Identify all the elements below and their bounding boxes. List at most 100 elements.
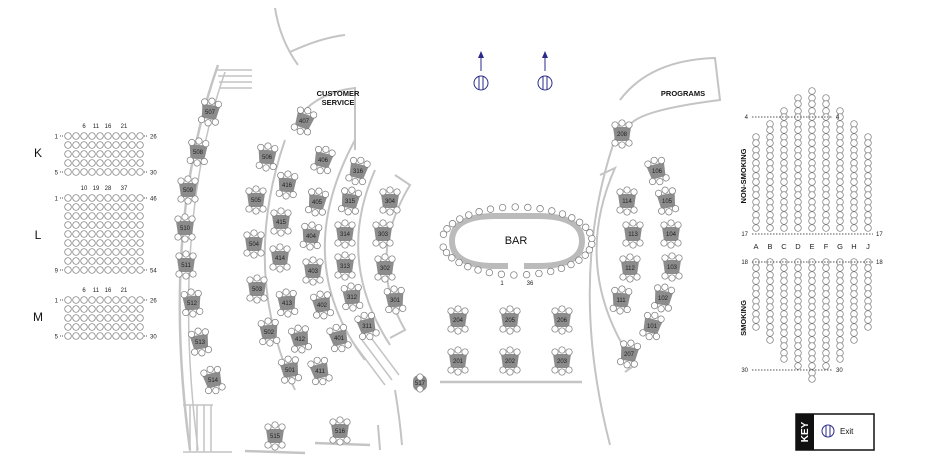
seat[interactable]	[794, 172, 802, 180]
seat[interactable]	[850, 178, 858, 186]
seat[interactable]	[128, 194, 136, 202]
table-101[interactable]: 101	[638, 310, 665, 343]
seat[interactable]	[822, 120, 830, 128]
seat[interactable]	[850, 290, 858, 298]
seat[interactable]	[808, 139, 816, 147]
seat[interactable]	[864, 323, 872, 331]
seat[interactable]	[64, 266, 72, 274]
seat[interactable]	[96, 141, 104, 149]
seat[interactable]	[780, 152, 788, 160]
seat[interactable]	[808, 120, 816, 128]
seat[interactable]	[836, 323, 844, 331]
seat[interactable]	[766, 303, 774, 311]
seat[interactable]	[128, 305, 136, 313]
seat[interactable]	[864, 271, 872, 279]
seat[interactable]	[120, 168, 128, 176]
table-512[interactable]: 512	[180, 288, 204, 318]
seat[interactable]	[104, 212, 112, 220]
seat[interactable]	[850, 139, 858, 147]
table-513[interactable]: 513	[187, 326, 213, 358]
seat[interactable]	[128, 132, 136, 140]
seat[interactable]	[80, 194, 88, 202]
table-504[interactable]: 504	[243, 229, 265, 259]
table-502[interactable]: 502	[257, 317, 281, 347]
table-105[interactable]: 105	[654, 185, 680, 217]
seat[interactable]	[80, 314, 88, 322]
seat[interactable]	[136, 248, 144, 256]
seat[interactable]	[850, 120, 858, 128]
seat[interactable]	[794, 211, 802, 219]
seat[interactable]	[864, 139, 872, 147]
bar-seat[interactable]	[511, 203, 519, 211]
seat[interactable]	[864, 303, 872, 311]
seat[interactable]	[752, 204, 760, 212]
seat[interactable]	[780, 185, 788, 193]
seat[interactable]	[864, 165, 872, 173]
seat[interactable]	[794, 342, 802, 350]
seat[interactable]	[120, 296, 128, 304]
seat[interactable]	[780, 310, 788, 318]
table-311[interactable]: 311	[353, 310, 380, 343]
seat[interactable]	[808, 185, 816, 193]
seat[interactable]	[80, 168, 88, 176]
seat[interactable]	[766, 211, 774, 219]
seat[interactable]	[780, 342, 788, 350]
seat[interactable]	[112, 332, 120, 340]
seat[interactable]	[808, 126, 816, 134]
seat[interactable]	[808, 100, 816, 108]
seat[interactable]	[120, 159, 128, 167]
seat[interactable]	[780, 204, 788, 212]
seat[interactable]	[88, 159, 96, 167]
bar-seat[interactable]	[536, 205, 544, 213]
seat[interactable]	[808, 355, 816, 363]
seat[interactable]	[136, 323, 144, 331]
seat[interactable]	[822, 172, 830, 180]
seat[interactable]	[88, 203, 96, 211]
table-515[interactable]: 515	[264, 421, 286, 451]
seat[interactable]	[794, 336, 802, 344]
seat[interactable]	[794, 120, 802, 128]
seat[interactable]	[136, 314, 144, 322]
seat[interactable]	[128, 221, 136, 229]
seat[interactable]	[808, 277, 816, 285]
seat[interactable]	[752, 277, 760, 285]
seat[interactable]	[822, 159, 830, 167]
seat[interactable]	[80, 203, 88, 211]
bar-seat[interactable]	[548, 207, 556, 215]
seat[interactable]	[64, 248, 72, 256]
seat[interactable]	[64, 168, 72, 176]
seat[interactable]	[128, 266, 136, 274]
seat[interactable]	[864, 146, 872, 154]
table-106[interactable]: 106	[643, 155, 670, 188]
seat[interactable]	[766, 264, 774, 272]
seat[interactable]	[780, 165, 788, 173]
seat[interactable]	[808, 271, 816, 279]
seat[interactable]	[822, 100, 830, 108]
seat[interactable]	[72, 221, 80, 229]
seat[interactable]	[96, 159, 104, 167]
seat[interactable]	[72, 159, 80, 167]
seat[interactable]	[766, 224, 774, 232]
seat[interactable]	[864, 290, 872, 298]
seat[interactable]	[120, 221, 128, 229]
seat[interactable]	[112, 159, 120, 167]
seat[interactable]	[72, 230, 80, 238]
seat[interactable]	[864, 185, 872, 193]
seat[interactable]	[80, 230, 88, 238]
table-405[interactable]: 405	[304, 186, 330, 218]
seat[interactable]	[128, 248, 136, 256]
seat[interactable]	[120, 239, 128, 247]
seat[interactable]	[136, 141, 144, 149]
seat[interactable]	[794, 178, 802, 186]
table-407[interactable]: 407	[290, 104, 319, 138]
seat[interactable]	[136, 132, 144, 140]
seat[interactable]	[822, 342, 830, 350]
seat[interactable]	[136, 221, 144, 229]
seat[interactable]	[864, 297, 872, 305]
seat[interactable]	[136, 257, 144, 265]
seat[interactable]	[836, 146, 844, 154]
seat[interactable]	[88, 248, 96, 256]
seat[interactable]	[766, 329, 774, 337]
seat[interactable]	[836, 271, 844, 279]
seat[interactable]	[864, 172, 872, 180]
